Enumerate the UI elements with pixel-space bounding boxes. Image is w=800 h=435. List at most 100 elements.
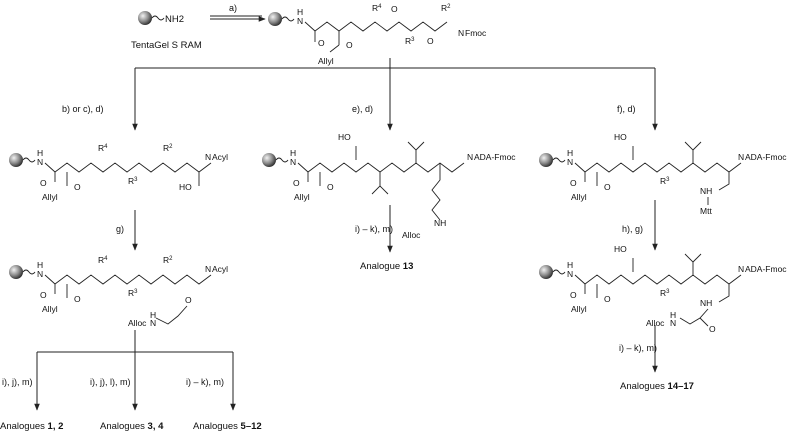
r4-label: R4: [98, 143, 108, 153]
allyl-label: Allyl: [42, 192, 58, 202]
valine-branch: [692, 253, 702, 263]
product-analogues-14-17: Analogues 14–17: [620, 381, 694, 392]
atom-o: O: [74, 294, 81, 304]
atom-o: O: [327, 182, 334, 192]
atom-h: H: [297, 7, 303, 17]
valine-branch: [379, 185, 389, 195]
atom-n: N: [290, 157, 296, 167]
atom-n: N: [458, 28, 464, 38]
valine-branch-2: [415, 141, 425, 151]
acyl-label: Acyl: [212, 264, 228, 274]
fork-bottom-left: i), j), m) i), j), l), m) i) – k), m): [2, 330, 236, 411]
atom-h: H: [567, 148, 573, 158]
atom-o: O: [570, 290, 577, 300]
start-resin: NH2 TentaGel S RAM: [131, 11, 202, 51]
atom-o: O: [604, 294, 611, 304]
atom-n: N: [567, 157, 573, 167]
ester-chain: [155, 305, 188, 325]
atom-n: N: [37, 269, 43, 279]
atom-h: H: [290, 148, 296, 158]
atom-n: N: [150, 318, 156, 328]
co-bond: [699, 317, 709, 327]
atom-o: O: [74, 182, 81, 192]
atom-n: N: [738, 152, 744, 162]
r3-label: R3: [128, 288, 138, 298]
allyl-label: Allyl: [294, 192, 310, 202]
resin-linker: [281, 16, 295, 22]
step-i1-label: i) – k), m): [355, 224, 393, 234]
atom-o: O: [40, 178, 47, 188]
resin-linker: [22, 269, 36, 275]
atom-o: O: [40, 290, 47, 300]
r3-label: R3: [128, 176, 138, 186]
atom-n: N: [670, 318, 676, 328]
r4-label: R4: [98, 255, 108, 265]
valine-branch: [692, 141, 702, 151]
backbone: [574, 274, 742, 285]
ada-fmoc-label: ADA-Fmoc: [474, 152, 516, 162]
backbone: [44, 162, 212, 173]
resin-bead: [539, 265, 553, 279]
r3-label: R3: [660, 176, 670, 186]
branch-connectors: b) or c), d) e), d) f), d): [62, 58, 658, 131]
backbone: [574, 162, 742, 173]
lysine-chain: [431, 163, 441, 221]
product-analogue-13: Analogue 13: [360, 261, 413, 272]
acyl-label: Acyl: [212, 152, 228, 162]
allyl-label: Allyl: [571, 192, 587, 202]
step-a-label: a): [229, 3, 237, 13]
ester: [329, 44, 340, 53]
step-i2-label: i) – k), m): [619, 343, 657, 353]
start-label: TentaGel S RAM: [131, 40, 202, 51]
backbone: [297, 162, 465, 173]
hn-label: NH: [700, 298, 712, 308]
r4-label: R4: [372, 3, 382, 13]
atom-o: O: [709, 324, 716, 334]
step-h-label: h), g): [622, 224, 643, 234]
atom-o: O: [391, 4, 398, 14]
r3-label: R3: [405, 36, 415, 46]
backbone: [304, 21, 448, 32]
resin-linker: [151, 15, 165, 21]
atom-n: N: [467, 152, 473, 162]
r2-label: R2: [441, 3, 451, 13]
atom-o: O: [293, 178, 300, 188]
step-i5-label: i) – k), m): [186, 377, 224, 387]
atom-n: N: [37, 157, 43, 167]
fmoc-label: Fmoc: [465, 28, 487, 38]
product-analogues-1-2: Analogues 1, 2: [0, 421, 63, 432]
allyl-label: Allyl: [42, 304, 58, 314]
product-analogues-3-4: Analogues 3, 4: [100, 421, 164, 432]
step-g-label: g): [116, 224, 124, 234]
intermediate-middle: H N O O Allyl HO N ADA-Fmoc NH Alloc: [262, 132, 516, 240]
alloc-label: Alloc: [128, 318, 147, 328]
valine-side-chain-2: [407, 141, 417, 163]
atom-o: O: [604, 182, 611, 192]
atom-n: N: [297, 16, 303, 26]
atom-h: H: [150, 310, 156, 320]
step-f-label: f), d): [617, 104, 636, 114]
atom-o: O: [346, 40, 353, 50]
alloc-ala-chain: [679, 308, 709, 325]
step-b-label: b) or c), d): [62, 104, 104, 114]
product-analogues-5-12: Analogues 5–12: [193, 421, 262, 432]
resin-bead: [268, 12, 282, 26]
oh-label: HO: [338, 132, 351, 142]
dap-chain: [718, 284, 730, 303]
valine-side-chain: [684, 141, 694, 163]
atom-h: H: [670, 310, 676, 320]
atom-n: N: [205, 152, 211, 162]
mtt-label: Mtt: [700, 206, 712, 216]
nh-label: NH: [434, 218, 446, 228]
atom-n: N: [567, 269, 573, 279]
step-i4-label: i), j), l), m): [90, 377, 131, 387]
atom-o: O: [318, 38, 325, 48]
atom-h: H: [567, 260, 573, 270]
r2-label: R2: [163, 255, 173, 265]
valine-side-chain: [371, 172, 381, 195]
resin-bead: [138, 11, 152, 25]
dap-chain: [718, 172, 730, 191]
intermediate-top: H N O O Allyl R4 O R3 O R2 N Fmoc: [268, 3, 487, 66]
backbone: [44, 274, 212, 285]
